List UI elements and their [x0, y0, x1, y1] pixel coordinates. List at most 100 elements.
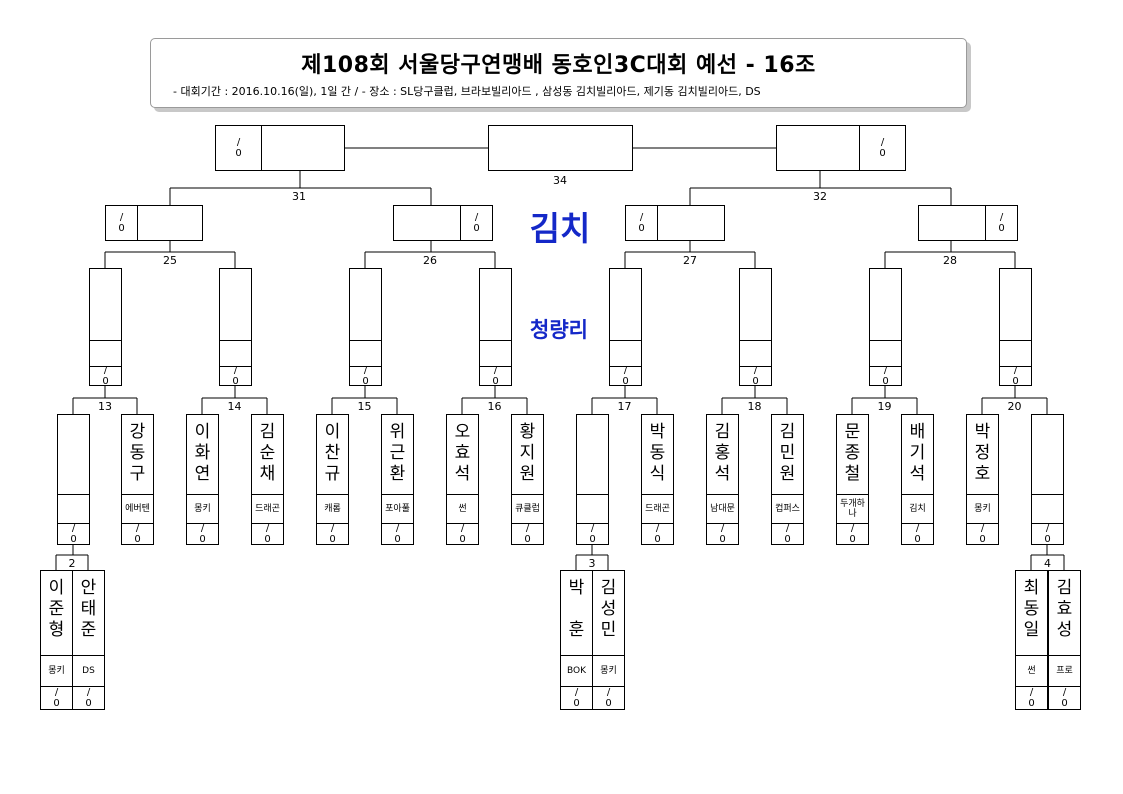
score-cell: /0: [1016, 686, 1047, 709]
score-cell: /0: [642, 523, 673, 545]
club-cell: 몽키: [41, 655, 72, 686]
score-cell: /0: [870, 365, 901, 387]
score-cell: /0: [626, 206, 658, 240]
round2-box-4[interactable]: /0: [479, 268, 512, 387]
round1-box-16[interactable]: /0: [1031, 414, 1064, 545]
player-name-cell: [90, 269, 121, 340]
club-cell: [350, 340, 381, 366]
club-cell: 몽키: [593, 655, 624, 686]
semifinal-right-box[interactable]: /0: [776, 125, 906, 171]
quarterfinal-box-3[interactable]: /0: [625, 205, 725, 241]
round2-box-8[interactable]: /0: [999, 268, 1032, 387]
page-title: 제108회 서울당구연맹배 동호인3C대회 예선 - 16조: [301, 53, 816, 78]
club-cell: [610, 340, 641, 366]
round2-box-1[interactable]: /0: [89, 268, 122, 387]
round2-box-7[interactable]: /0: [869, 268, 902, 387]
score-cell: /0: [1049, 686, 1080, 709]
score-cell: /0: [837, 523, 868, 545]
score-cell: /0: [561, 686, 592, 709]
player-name-cell: [220, 269, 251, 340]
round2-box-2[interactable]: /0: [219, 268, 252, 387]
round1-box-1[interactable]: /0: [57, 414, 90, 545]
final-box[interactable]: [488, 125, 633, 171]
semifinal-left-box[interactable]: /0: [215, 125, 345, 171]
score-cell: /0: [577, 523, 608, 545]
club-cell: [1000, 340, 1031, 366]
player-name-cell: [870, 269, 901, 340]
club-cell: 드래곤: [642, 494, 673, 523]
quarterfinal-box-4[interactable]: /0: [918, 205, 1018, 241]
round2-box-5[interactable]: /0: [609, 268, 642, 387]
match-number: 4: [1044, 557, 1051, 570]
club-cell: 프로: [1049, 655, 1080, 686]
club-cell: 포아풀: [382, 494, 413, 523]
score-cell: /0: [447, 523, 478, 545]
club-cell: [480, 340, 511, 366]
round2-box-3[interactable]: /0: [349, 268, 382, 387]
match-number: 20: [1007, 400, 1022, 413]
round2-box-6[interactable]: /0: [739, 268, 772, 387]
score-cell: /0: [512, 523, 543, 545]
match-number: 16: [487, 400, 502, 413]
score-cell: /0: [460, 206, 492, 240]
club-cell: 김치: [902, 494, 933, 523]
player-name-cell: [350, 269, 381, 340]
club-cell: [577, 494, 608, 523]
round1-box-9[interactable]: /0: [576, 414, 609, 545]
score-cell: /0: [90, 365, 121, 387]
club-cell: 썬: [1016, 655, 1047, 686]
tournament-info: - 대회기간 : 2016.10.16(일), 1일 간 / - 장소 : SL…: [173, 85, 761, 98]
quarterfinal-box-2[interactable]: /0: [393, 205, 493, 241]
score-cell: /0: [41, 686, 72, 709]
score-cell: /0: [610, 365, 641, 387]
club-cell: DS: [73, 655, 104, 686]
player-name-cell: [480, 269, 511, 340]
score-cell: /0: [73, 686, 104, 709]
score-cell: /0: [902, 523, 933, 545]
club-cell: 썬: [447, 494, 478, 523]
score-cell: /0: [707, 523, 738, 545]
quarterfinal-box-1[interactable]: /0: [105, 205, 203, 241]
score-cell: /0: [859, 126, 905, 170]
score-cell: /0: [772, 523, 803, 545]
match-number: 31: [292, 190, 306, 203]
match-number: 32: [813, 190, 827, 203]
